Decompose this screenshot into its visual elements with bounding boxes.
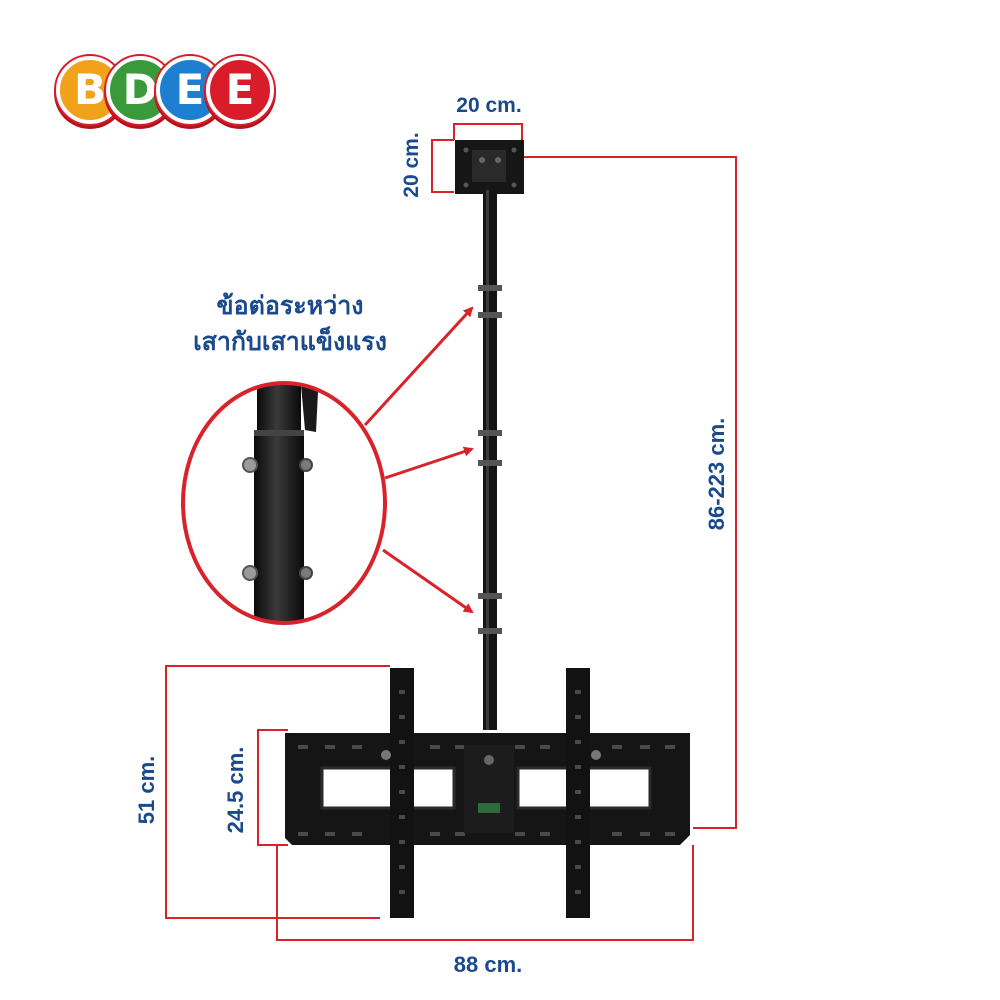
dim-pole-length-label: 86-223 cm. [704,417,729,531]
joint-caption-line-1: ข้อต่อระหว่าง [216,292,364,320]
dim-panel-height-label: 24.5 cm. [223,746,248,834]
dim-plate-width-line [453,123,523,140]
dim-bracket-height-line [165,665,390,919]
dim-plate-height-line [431,139,454,193]
joint-caption-line-2: เสากับเสาแข็งแรง [193,328,387,356]
pole-joint [478,593,502,634]
ceiling-plate [455,140,524,194]
pole-joint [478,285,502,318]
logo-letter-e2: E [206,56,274,124]
brand-logo: B D E E [56,54,274,126]
callout-arrows [363,306,474,614]
arrow-upper-joint [363,306,474,427]
dim-bracket-width-label: 88 cm. [453,952,523,977]
dim-pole-length-line [524,156,737,829]
dim-panel-height-line [257,729,288,846]
dimension-lines [165,123,737,941]
joint-caption: ข้อต่อระหว่าง เสากับเสาแข็งแรง [170,288,410,360]
pole-joint [478,430,502,466]
arrow-lower-joint [382,548,474,614]
dim-bracket-width-line [276,845,694,941]
telescopic-pole [478,190,502,730]
dim-plate-width-label: 20 cm. [456,94,522,117]
dim-plate-height-label: 20 cm. [400,132,423,198]
dim-bracket-height-label: 51 cm. [134,755,159,825]
arrow-middle-joint [384,446,474,480]
joint-zoom-detail [181,381,387,625]
tv-bracket [285,668,690,918]
